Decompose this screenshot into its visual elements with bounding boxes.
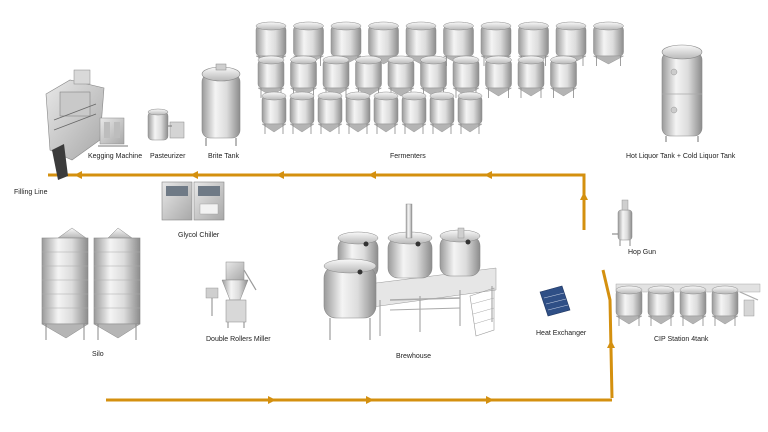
flow-line-right [601,269,614,399]
flow-arrow-icon [486,396,494,404]
label-miller: Double Rollers Miller [206,336,271,343]
fermenter-tank [484,55,513,98]
label-kegging-machine: Kegging Machine [88,153,142,160]
fermenter-tank [419,55,448,98]
hop-gun [612,199,633,246]
filling-line-machine [45,69,105,180]
fermenter-tank [401,91,427,134]
label-brite-tank: Brite Tank [208,153,239,160]
label-fermenters: Fermenters [390,153,426,160]
cip-tank [679,285,707,326]
fermenter-tank [457,91,483,134]
flow-arrow-icon [276,171,284,179]
fermenter-tank [549,55,578,98]
flow-arrow-icon [368,171,376,179]
fermenter-tank [289,55,318,98]
flow-arrow-icon [190,171,198,179]
fermenter-tank [429,91,455,134]
process-flow-line [48,171,615,404]
label-pasteurizer: Pasteurizer [150,153,186,160]
label-heat-exchanger: Heat Exchanger [536,330,587,337]
heat-exchanger [539,285,571,317]
cip-tank [711,285,739,326]
cip-station [615,283,761,326]
fermenter-tank [387,55,415,98]
fermenter-tank [322,55,350,98]
fermenter-tank [257,55,285,98]
brewhouse [323,203,497,340]
liquor-tanks [661,44,703,142]
cip-tank [647,285,675,326]
label-cip-station: CIP Station 4tank [654,336,709,343]
fermenter-array [255,21,624,134]
brewhouse-vessel [387,203,433,279]
brewhouse-vessel [439,227,481,277]
flow-arrow-icon [74,171,82,179]
silo-right [93,227,141,340]
silo-left [41,227,89,340]
silos [41,227,141,340]
fermenter-tank [317,91,343,134]
label-glycol-chiller: Glycol Chiller [178,232,220,239]
label-liquor-tanks: Hot Liquor Tank + Cold Liquor Tank [626,153,736,160]
flow-line-top [48,173,586,230]
label-brewhouse: Brewhouse [396,353,431,360]
cip-tank [615,285,643,326]
label-filling-line: Filling Line [14,189,48,196]
brewhouse-vessel [323,258,377,340]
fermenter-tank [261,91,287,134]
fermenter-tank [373,91,399,134]
fermenter-tank [289,91,315,134]
flow-arrow-icon [268,396,276,404]
kegging-machine [98,117,128,147]
double-rollers-miller [205,261,257,328]
fermenter-tank [452,55,480,98]
flow-arrow-icon [484,171,492,179]
fermenter-tank [593,21,624,66]
fermenter-tank [517,55,545,98]
label-silo: Silo [92,351,104,358]
flow-arrow-icon [607,340,615,348]
pasteurizer [147,108,185,141]
glycol-chiller [161,181,225,221]
fermenter-tank [354,55,383,98]
label-hop-gun: Hop Gun [628,249,656,256]
fermenter-tank [345,91,371,134]
flow-arrow-icon [366,396,374,404]
flow-arrow-icon [580,192,588,200]
brite-tank [201,63,241,146]
